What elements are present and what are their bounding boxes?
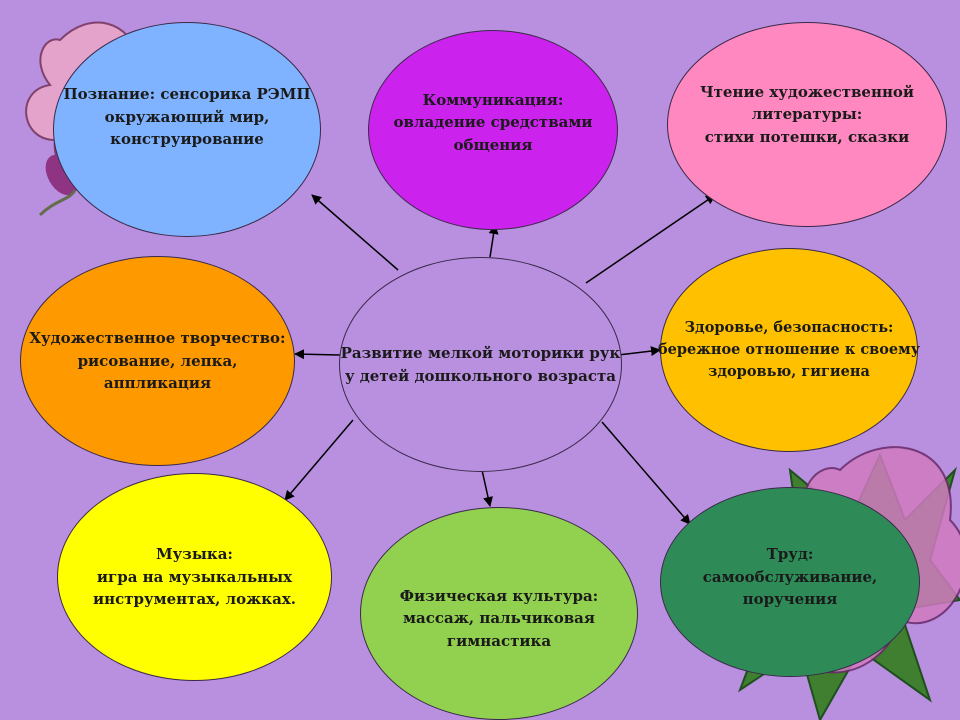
node-kommunikaciya-line-1: Коммуникация: [422, 90, 564, 109]
node-hudozhestvennoe-line-2: рисование, лепка, [77, 351, 238, 370]
node-trud: Труд: самообслуживание, поручения [660, 487, 920, 677]
node-fizkultura-line-2: массаж, пальчиковая [403, 609, 595, 628]
node-fizkultura-line-1: Физическая культура: [399, 586, 599, 605]
node-kommunikaciya-line-3: общения [453, 135, 533, 154]
node-chtenie-line-1: Чтение художественной [699, 82, 915, 101]
node-kommunikaciya-line-2: овладение средствами [393, 113, 593, 132]
arrow-to-fizkultura [481, 469, 493, 507]
node-chtenie-line-2: литературы: [751, 105, 863, 124]
arrow-to-trud [601, 421, 691, 525]
node-hudozhestvennoe-line-1: Художественное творчество: [29, 329, 286, 348]
node-zdorovye-line-2: бережное отношение к своему [657, 341, 921, 359]
node-kommunikaciya: Коммуникация: овладение средствами общен… [368, 30, 618, 230]
node-muzyka: Музыка: игра на музыкальных инструментах… [57, 473, 332, 681]
node-zdorovye-line-1: Здоровье, безопасность: [684, 319, 894, 337]
node-trud-line-3: поручения [742, 590, 838, 609]
node-hudozhestvennoe: Художественное творчество: рисование, ле… [20, 256, 295, 466]
center-node: Развитие мелкой моторики рук у детей дош… [339, 257, 622, 472]
arrow-to-zdorovye [617, 346, 661, 357]
arrow-to-chtenie [585, 194, 716, 284]
node-chtenie: Чтение художественной литературы: стихи … [667, 22, 947, 227]
arrow-to-muzyka [284, 419, 354, 501]
node-fizkultura: Физическая культура: массаж, пальчиковая… [360, 507, 638, 720]
node-trud-line-1: Труд: [766, 545, 814, 564]
node-fizkultura-line-3: гимнастика [446, 631, 552, 650]
node-chtenie-line-3: стихи потешки, сказки [704, 127, 910, 146]
arrow-to-kommunikaciya [488, 224, 499, 258]
center-line-1: Развитие мелкой моторики рук [340, 344, 621, 362]
node-zdorovye-line-3: здоровью, гигиена [708, 362, 870, 380]
node-trud-line-2: самообслуживание, [702, 567, 878, 586]
node-poznanie: Познание: сенсорика РЭМП окружающий мир,… [53, 22, 321, 237]
node-poznanie-line-2: окружающий мир, [104, 107, 270, 126]
node-muzyka-line-1: Музыка: [156, 545, 233, 564]
center-line-2: у детей дошкольного возраста [344, 366, 616, 385]
arrow-to-poznanie [311, 194, 399, 271]
arrow-to-hudozhestvennoe [294, 349, 341, 360]
node-hudozhestvennoe-line-3: аппликация [103, 374, 212, 393]
node-poznanie-line-3: конструирование [110, 130, 264, 149]
node-zdorovye: Здоровье, безопасность: бережное отношен… [657, 248, 921, 452]
node-poznanie-line-1: Познание: сенсорика РЭМП [63, 85, 311, 104]
node-muzyka-line-3: инструментах, ложках. [92, 590, 297, 609]
node-muzyka-line-2: игра на музыкальных [96, 567, 293, 586]
